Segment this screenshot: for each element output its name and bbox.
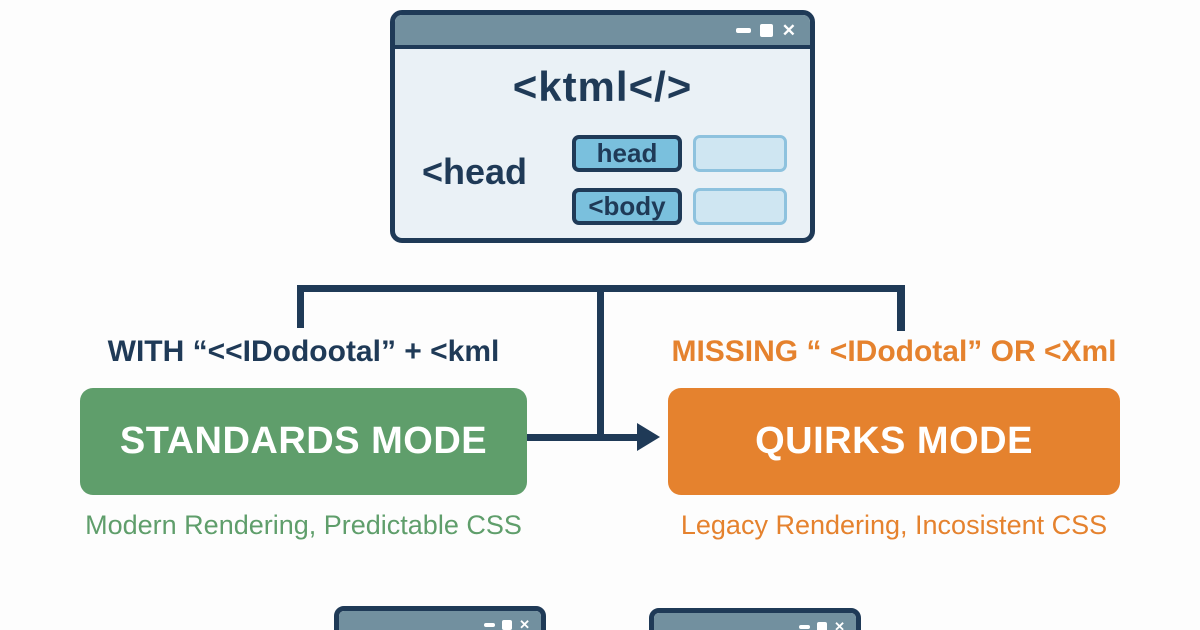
close-icon[interactable]: ✕ <box>781 20 796 40</box>
standards-condition-label: WITH “<<IDodootal” + <kml <box>107 335 500 368</box>
head-node-box: head <box>572 135 682 172</box>
arrow-shaft <box>527 434 639 441</box>
maximize-icon[interactable] <box>759 23 773 37</box>
browser-window-main: ✕ <ktml</> <head head <body <box>390 10 815 243</box>
branch-connector-right-stub <box>897 285 905 331</box>
minimize-icon[interactable] <box>735 27 751 33</box>
quirks-condition-label: MISSING “ <IDodotal” OR <Xml <box>671 335 1117 368</box>
minimize-icon[interactable] <box>484 622 496 627</box>
head-node-label: head <box>596 138 658 168</box>
standards-mode-box: STANDARDS MODE <box>80 388 527 495</box>
arrow-right-icon <box>637 423 660 451</box>
content-slot <box>693 188 787 225</box>
titlebar: ✕ <box>654 613 856 630</box>
quirks-mode-label: QUIRKS MODE <box>755 420 1033 462</box>
maximize-icon[interactable] <box>817 621 828 630</box>
window-controls: ✕ <box>799 613 856 630</box>
quirks-mode-box: QUIRKS MODE <box>668 388 1120 495</box>
window-controls: ✕ <box>735 20 810 40</box>
close-icon[interactable]: ✕ <box>519 617 530 630</box>
quirks-description: Legacy Rendering, Incosistent CSS <box>680 510 1108 540</box>
head-tag-label: <head <box>422 151 528 192</box>
content-slot <box>693 135 787 172</box>
body-node-label: <body <box>588 191 666 221</box>
body-node-box: <body <box>572 188 682 225</box>
minimize-icon[interactable] <box>799 624 811 629</box>
maximize-icon[interactable] <box>502 619 513 630</box>
standards-mode-label: STANDARDS MODE <box>119 420 488 462</box>
branch-connector-left-stub <box>297 285 304 328</box>
html-tag-label: <ktml</> <box>512 63 693 110</box>
browser-window-bottom-right: ✕ <box>649 608 861 630</box>
browser-window-bottom-left: ✕ <box>334 606 546 630</box>
standards-description: Modern Rendering, Predictable CSS <box>85 510 522 540</box>
titlebar: ✕ <box>395 15 810 49</box>
titlebar: ✕ <box>339 611 541 630</box>
window-content: <ktml</> <head head <body <box>395 49 810 238</box>
window-controls: ✕ <box>484 611 541 630</box>
branch-connector-center <box>597 285 604 438</box>
close-icon[interactable]: ✕ <box>834 619 845 630</box>
